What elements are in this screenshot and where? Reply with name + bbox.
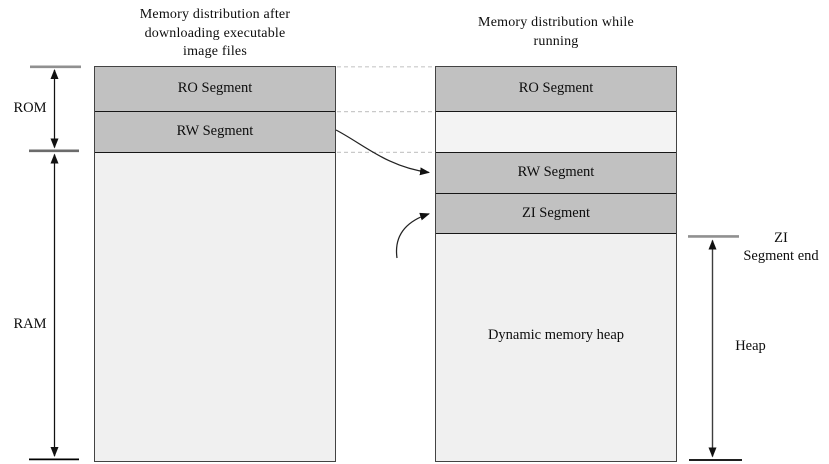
right-zi-segment-label: ZI Segment (521, 204, 591, 221)
heap-label: Heap (735, 338, 766, 354)
ram-label: RAM (13, 316, 47, 332)
right-rw-segment-label: RW Segment (517, 164, 595, 180)
left-ro-segment-label: RO Segment (177, 80, 253, 97)
right-unused-gap (436, 111, 676, 153)
right-zi-segment: ZI Segment (436, 193, 676, 234)
left-column-title: Memory distribution after downloading ex… (94, 6, 336, 62)
rw-copy-arrow (335, 129, 430, 176)
right-rw-segment: RW Segment (436, 152, 676, 194)
zi-segment-end-line-2: Segment end (743, 247, 819, 264)
right-title-line-2: running (533, 33, 579, 49)
left-ro-segment: RO Segment (95, 67, 335, 112)
dynamic-memory-heap-label: Dynamic memory heap (487, 326, 625, 343)
right-column-title: Memory distribution while running (435, 14, 677, 51)
dynamic-memory-heap-area: Dynamic memory heap (436, 233, 676, 461)
left-rw-segment-label: RW Segment (176, 123, 254, 139)
zi-segment-end-label: ZI Segment end (731, 230, 829, 265)
left-memory-box: RO Segment RW Segment (94, 66, 336, 462)
left-free-ram-area (95, 152, 335, 461)
left-rw-segment: RW Segment (95, 111, 335, 153)
zi-segment-end-line-1: ZI (774, 230, 788, 246)
zi-init-arrow (395, 212, 430, 259)
right-ro-segment: RO Segment (436, 67, 676, 112)
right-memory-box: RO Segment RW Segment ZI Segment Dynamic… (435, 66, 677, 462)
left-title-line-2: downloading executable (144, 25, 286, 41)
rom-label: ROM (13, 100, 47, 116)
left-title-line-1: Memory distribution after (139, 7, 291, 22)
left-title-line-3: image files (182, 44, 247, 59)
right-ro-segment-label: RO Segment (518, 80, 594, 97)
right-title-line-1: Memory distribution while (478, 15, 634, 30)
